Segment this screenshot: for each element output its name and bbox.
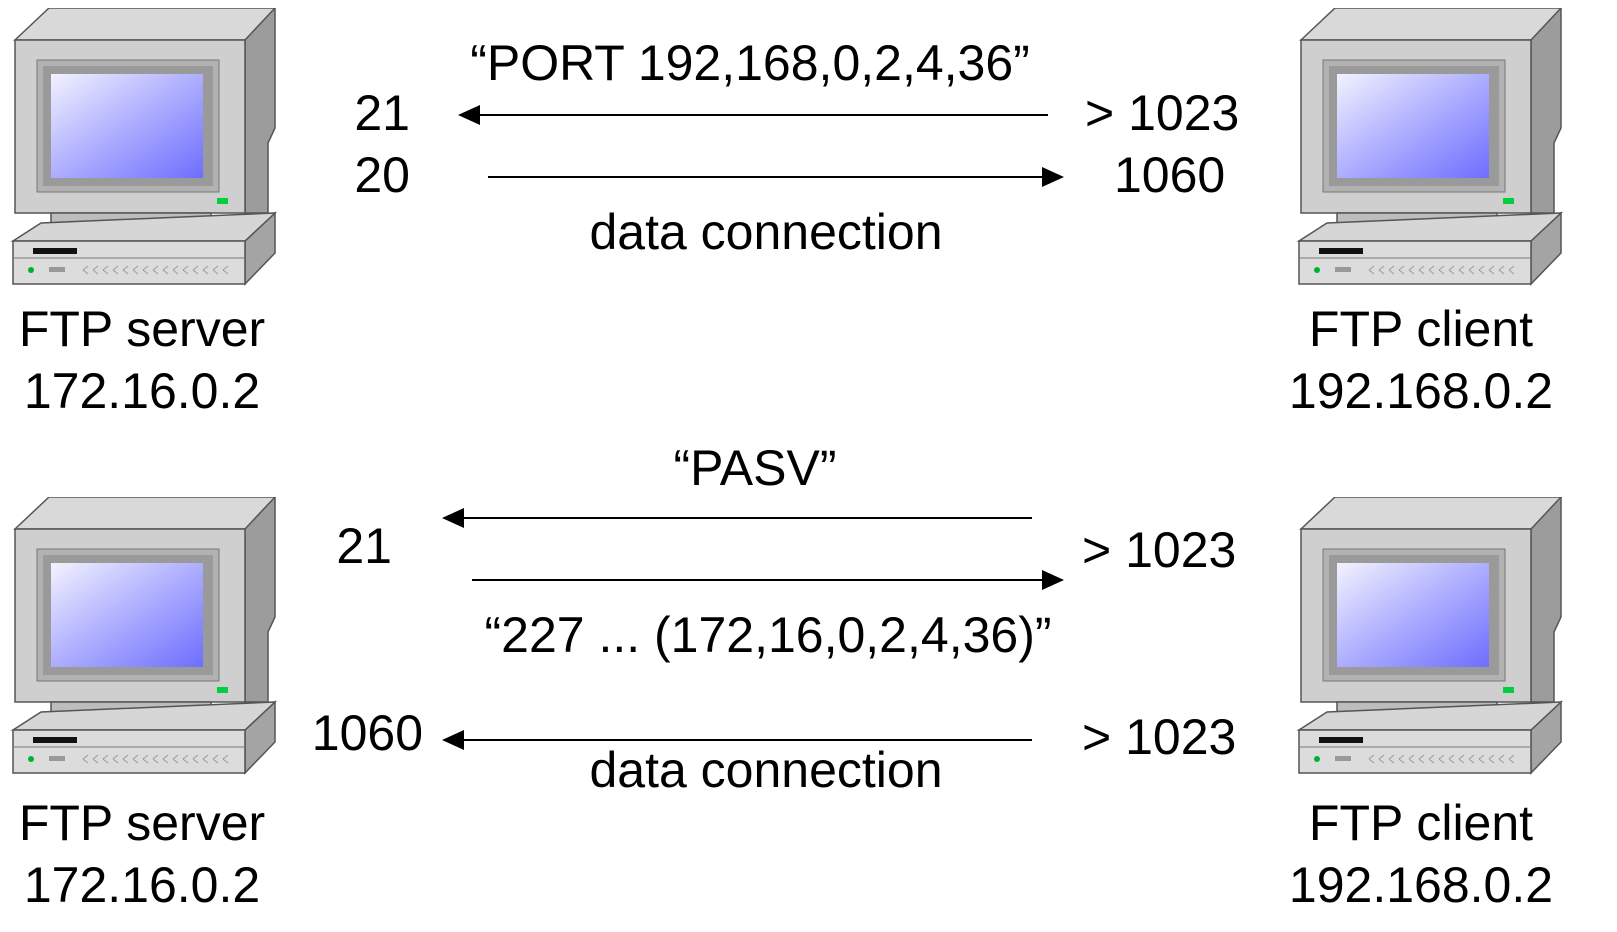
passive-data-connection-caption: data connection — [589, 742, 943, 798]
active-data-connection-arrow — [488, 167, 1064, 187]
passive-server-name: FTP server — [18, 795, 266, 851]
passive-server-control-port: 21 — [336, 518, 392, 574]
passive-data-connection-arrow — [442, 730, 1032, 750]
pasv-reply-arrow — [472, 570, 1064, 590]
pasv-reply-text: “227 ... (172,16,0,2,4,36)” — [484, 607, 1052, 663]
active-client-ip: 192.168.0.2 — [1288, 363, 1554, 419]
active-server-name: FTP server — [18, 301, 266, 357]
passive-server-label: FTP server 172.16.0.2 — [0, 792, 302, 916]
client-control-port: > 1023 — [1085, 85, 1240, 141]
pasv-command-arrow — [442, 508, 1032, 528]
server-data-port: 20 — [354, 147, 410, 203]
passive-client-data-port: > 1023 — [1082, 709, 1237, 765]
active-server-label: FTP server 172.16.0.2 — [0, 298, 302, 422]
pasv-command-text: “PASV” — [673, 440, 837, 496]
active-client-name: FTP client — [1308, 301, 1534, 357]
passive-client-control-port: > 1023 — [1082, 522, 1237, 578]
server-control-port: 21 — [354, 85, 410, 141]
passive-client-name: FTP client — [1308, 795, 1534, 851]
passive-client-label: FTP client 192.168.0.2 — [1261, 792, 1581, 916]
active-server-ip: 172.16.0.2 — [23, 363, 261, 419]
port-command-arrow — [458, 105, 1048, 125]
passive-server-data-port: 1060 — [311, 705, 423, 761]
client-data-port: 1060 — [1114, 147, 1226, 203]
passive-server-ip: 172.16.0.2 — [23, 857, 261, 913]
active-client-label: FTP client 192.168.0.2 — [1261, 298, 1581, 422]
active-data-connection-caption: data connection — [589, 204, 943, 260]
passive-client-ip: 192.168.0.2 — [1288, 857, 1554, 913]
port-command-text: “PORT 192,168,0,2,4,36” — [470, 35, 1030, 91]
